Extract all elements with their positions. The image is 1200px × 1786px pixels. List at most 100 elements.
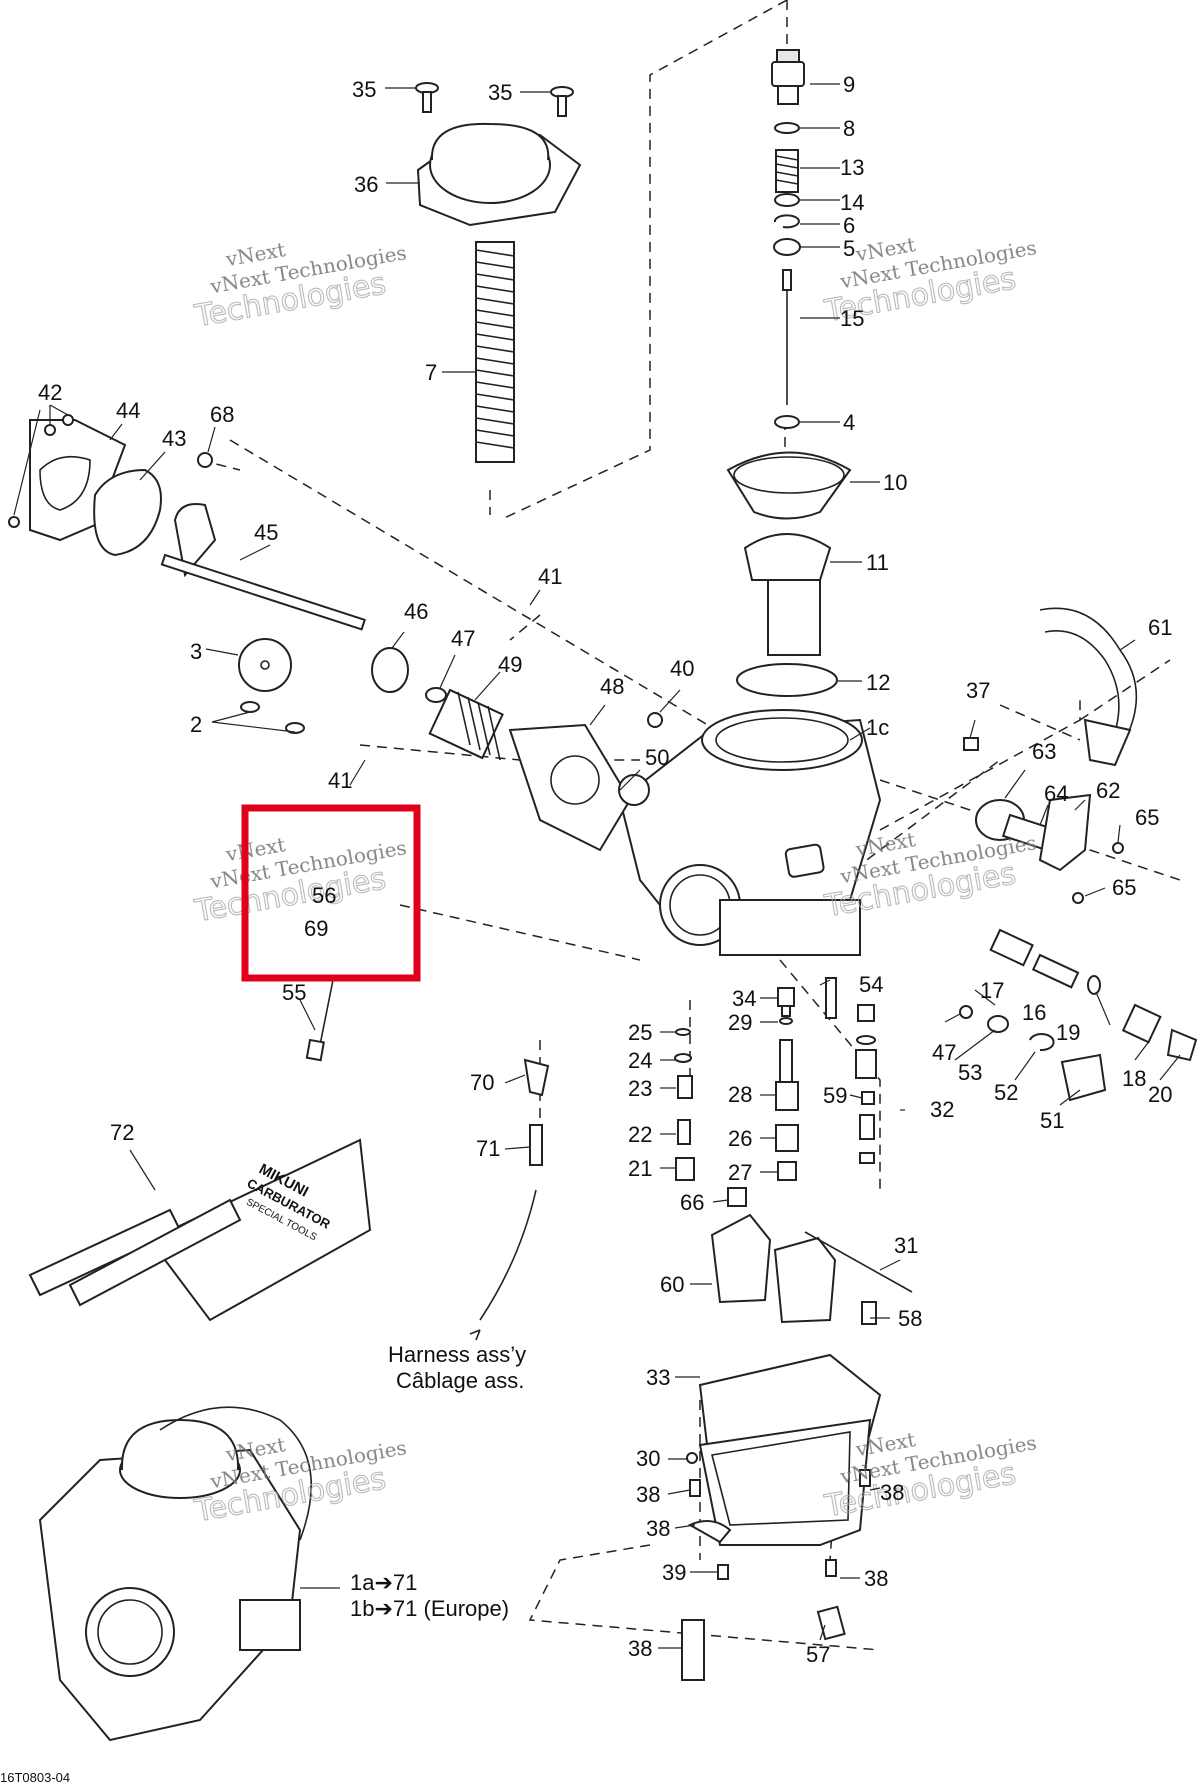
callout-35-left: 35	[352, 77, 376, 102]
callout-labels: 9 8 13 14 6 5 15 4 10 11 12 1c 35 35 36 …	[38, 72, 1172, 1667]
callout-32: 32	[930, 1097, 954, 1122]
callout-68: 68	[210, 402, 234, 427]
callout-37: 37	[966, 678, 990, 703]
callout-57: 38	[628, 1636, 652, 1661]
callout-36: 36	[354, 172, 378, 197]
callout-69: 69	[304, 916, 328, 941]
needle-stack	[726, 49, 852, 697]
callout-13: 13	[840, 155, 864, 180]
float-bowl-group	[681, 1213, 913, 1681]
callout-70: 70	[470, 1070, 494, 1095]
callout-39: 38	[646, 1516, 670, 1541]
throttle-shaft-group	[8, 414, 504, 761]
callout-45: 45	[254, 520, 278, 545]
top-cover-group	[415, 82, 582, 463]
harness-label-en: Harness ass’y	[388, 1342, 526, 1367]
jet-parts	[674, 977, 877, 1207]
callout-50: 50	[645, 745, 669, 770]
callout-29: 29	[728, 1010, 752, 1035]
callout-14: 14	[840, 190, 864, 215]
right-side-group	[959, 607, 1198, 1102]
callout-28: 28	[728, 1082, 752, 1107]
callout-33: 33	[646, 1365, 670, 1390]
callout-52: 52	[994, 1080, 1018, 1105]
callout-23: 23	[628, 1076, 652, 1101]
callout-2: 2	[190, 712, 202, 737]
callout-27: 27	[728, 1160, 752, 1185]
callout-44: 44	[116, 398, 140, 423]
callout-53: 53	[958, 1060, 982, 1085]
callout-25: 25	[628, 1020, 652, 1045]
assembly-note-line2: 1b➔71 (Europe)	[350, 1596, 509, 1621]
callout-43: 43	[162, 426, 186, 451]
callout-47-right: 47	[932, 1040, 956, 1065]
callout-41-bottom: 41	[328, 768, 352, 793]
callout-65-bottom: 65	[1112, 875, 1136, 900]
callout-61: 61	[1148, 615, 1172, 640]
callout-12: 12	[866, 670, 890, 695]
harness-label-fr: Câblage ass.	[396, 1368, 524, 1393]
callout-54: 54	[859, 972, 883, 997]
callout-38-right-bottom: 38	[864, 1566, 888, 1591]
callout-64: 64	[1044, 781, 1068, 806]
callout-6: 6	[843, 213, 855, 238]
callout-15: 15	[840, 306, 864, 331]
callout-34: 34	[732, 986, 756, 1011]
figure-code: 16T0803-04	[0, 1770, 70, 1785]
callout-20: 20	[1148, 1082, 1172, 1107]
callout-41-top: 41	[538, 564, 562, 589]
callout-40: 40	[670, 656, 694, 681]
callout-48: 48	[600, 674, 624, 699]
callout-72: 72	[110, 1120, 134, 1145]
callout-58: 58	[898, 1306, 922, 1331]
callout-9: 9	[843, 72, 855, 97]
carburetor-body	[508, 709, 882, 956]
callout-22: 22	[628, 1122, 652, 1147]
misc-left-parts	[28, 974, 550, 1322]
callout-30: 30	[636, 1446, 660, 1471]
callout-11: 11	[866, 550, 889, 575]
callout-26: 26	[728, 1126, 752, 1151]
callout-49: 49	[498, 652, 522, 677]
callout-38-right-top: 38	[880, 1480, 904, 1505]
carburetor-assembly-view	[38, 1406, 312, 1742]
callout-55: 55	[282, 980, 306, 1005]
callout-19: 19	[1056, 1020, 1080, 1045]
assembly-note-line1: 1a➔71	[350, 1570, 417, 1595]
harness-note: Harness ass’y Câblage ass.	[388, 1329, 526, 1393]
watermark: vNext vNext Technologies Technologies vN…	[191, 232, 1038, 1530]
callout-63: 63	[1032, 739, 1056, 764]
callout-38-left-bottom: 39	[662, 1560, 686, 1585]
callout-71: 71	[476, 1136, 500, 1161]
callout-35-right: 35	[488, 80, 512, 105]
callout-7: 7	[425, 360, 437, 385]
callout-5: 5	[843, 236, 855, 261]
callout-51: 51	[1040, 1108, 1064, 1133]
callout-56: 56	[312, 883, 336, 908]
callout-31: 31	[894, 1233, 918, 1258]
callout-38-left-top: 38	[636, 1482, 660, 1507]
callout-17: 17	[980, 978, 1004, 1003]
callout-4: 4	[843, 410, 855, 435]
callout-42: 42	[38, 380, 62, 405]
assembly-note: 1a➔71 1b➔71 (Europe)	[350, 1570, 509, 1621]
callout-10: 10	[883, 470, 907, 495]
callout-62: 62	[1096, 778, 1120, 803]
callout-47-left: 47	[451, 626, 475, 651]
callout-3: 3	[190, 639, 202, 664]
highlight-box	[241, 804, 421, 982]
callout-1c: 1c	[866, 715, 889, 740]
callout-8: 8	[843, 116, 855, 141]
callout-46: 46	[404, 599, 428, 624]
callout-16: 16	[1022, 1000, 1046, 1025]
callout-65-top: 65	[1135, 805, 1159, 830]
callout-59: 59	[823, 1083, 847, 1108]
callout-60: 60	[660, 1272, 684, 1297]
callout-24: 24	[628, 1048, 652, 1073]
callout-18: 18	[1122, 1066, 1146, 1091]
leader-lines	[13, 83, 1181, 1649]
callout-66: 66	[680, 1190, 704, 1215]
callout-21: 21	[628, 1156, 652, 1181]
callout-67: 57	[806, 1642, 830, 1667]
